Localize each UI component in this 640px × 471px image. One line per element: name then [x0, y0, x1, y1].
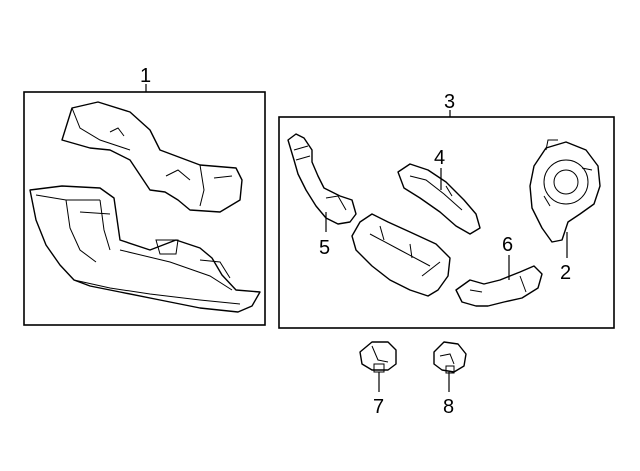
group-1-box: [23, 84, 266, 326]
switch-housing[interactable]: [351, 213, 451, 297]
bracket[interactable]: [397, 163, 481, 235]
small-sensor[interactable]: [433, 341, 467, 374]
callout-8[interactable]: 8: [443, 396, 454, 418]
small-switch[interactable]: [359, 341, 397, 373]
group-3-box: [278, 110, 615, 329]
callout-6[interactable]: 6: [502, 234, 513, 256]
lower-cover[interactable]: [29, 185, 261, 313]
right-stalk-switch[interactable]: [455, 265, 543, 307]
upper-cover[interactable]: [61, 101, 243, 213]
callout-5[interactable]: 5: [319, 237, 330, 259]
left-stalk-switch[interactable]: [287, 133, 357, 225]
callout-3[interactable]: 3: [444, 91, 455, 113]
callout-1[interactable]: 1: [140, 65, 151, 87]
clockspring[interactable]: [529, 139, 601, 243]
callout-2[interactable]: 2: [560, 262, 571, 284]
callout-7[interactable]: 7: [373, 396, 384, 418]
callout-4[interactable]: 4: [434, 147, 445, 169]
